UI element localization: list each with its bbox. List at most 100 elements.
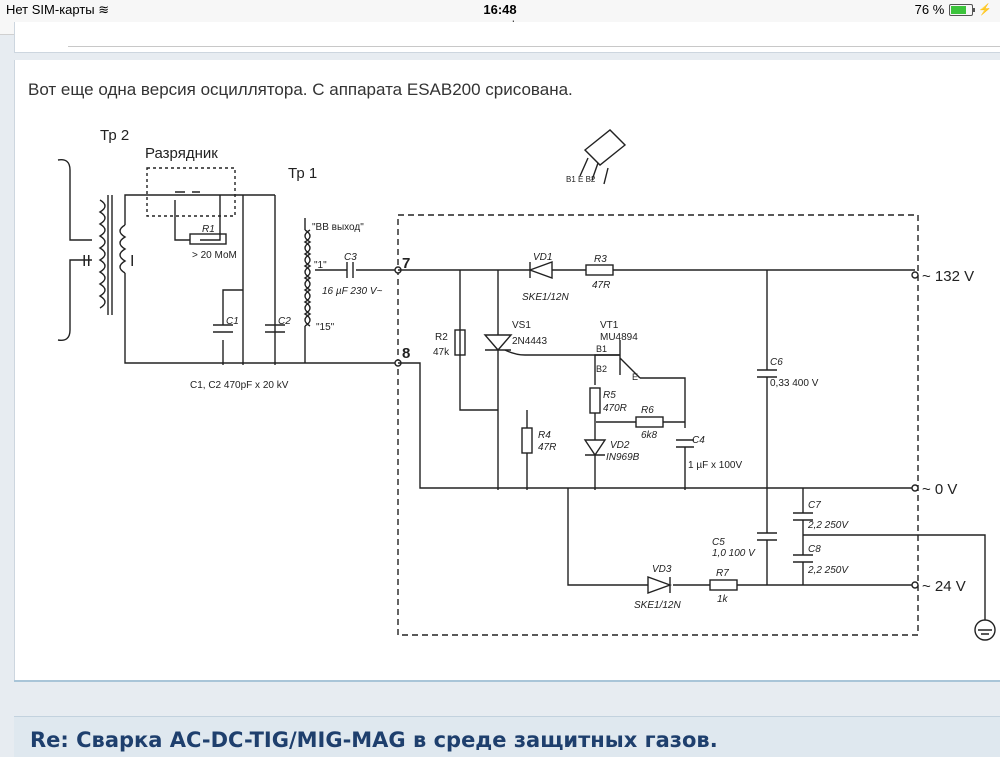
label-r5: R5 — [603, 390, 616, 401]
label-tap15: "15" — [316, 322, 335, 333]
label-c7: C7 — [808, 500, 821, 511]
charging-icon: ⚡ — [978, 4, 992, 16]
c7-c8-capacitors — [793, 488, 915, 585]
vd1-diode — [527, 261, 553, 279]
label-c5-val: 1,0 100 V — [712, 548, 756, 559]
label-r4-val: 47R — [538, 442, 556, 453]
r4-resistor — [521, 427, 533, 454]
label-vd2: VD2 — [610, 440, 630, 451]
label-r6: R6 — [641, 405, 654, 416]
tr2-winding-i — [119, 224, 127, 274]
ground-lead — [915, 534, 986, 620]
label-r7: R7 — [716, 568, 729, 579]
label-pinout: B1 E B2 — [566, 175, 596, 184]
label-razryadnik: Разрядник — [145, 145, 218, 162]
r3-resistor — [585, 264, 614, 276]
c3-plates — [346, 262, 354, 278]
label-c4-val: 1 µF x 100V — [688, 460, 742, 471]
label-node-7: 7 — [402, 255, 410, 272]
label-r6-val: 6k8 — [641, 430, 658, 441]
label-r4: R4 — [538, 430, 551, 441]
label-r3-val: 47R — [592, 280, 610, 291]
previous-post-bottom — [14, 22, 1000, 53]
label-c12-note: C1, C2 470pF x 20 kV — [190, 380, 289, 391]
label-c4: C4 — [692, 435, 705, 446]
vt1-transistor — [594, 340, 641, 385]
label-tap1: "1" — [314, 260, 327, 271]
r2-resistor — [454, 329, 466, 356]
label-c3: C3 — [344, 252, 357, 263]
label-c7-val: 2,2 250V — [807, 520, 849, 531]
vd2-zener — [583, 433, 607, 490]
spark-gap-electrodes — [174, 191, 221, 241]
label-132v: ~ 132 V — [922, 268, 974, 285]
post-text: Вот еще одна версия осциллятора. С аппар… — [28, 80, 573, 99]
label-c6: C6 — [770, 357, 783, 368]
label-tp2: Тр 2 — [100, 127, 129, 144]
label-vt1: VT1 — [600, 320, 619, 331]
label-r3: R3 — [594, 254, 607, 265]
label-c8-val: 2,2 250V — [807, 565, 849, 576]
transistor-pinout-icon — [579, 129, 627, 185]
r7-resistor — [709, 579, 738, 591]
spark-gap-box — [146, 167, 236, 217]
rail-24v — [567, 488, 915, 586]
tr1-leads — [304, 218, 398, 363]
label-c5: C5 — [712, 537, 725, 548]
label-r5-val: 470R — [603, 403, 627, 414]
c6-c5-capacitors — [757, 270, 777, 585]
label-r2-val: 47k — [433, 347, 450, 358]
label-vv: "ВВ выход" — [312, 222, 364, 233]
oscillator-schematic-image: Тр 2 Разрядник Тр 1 II I R1 > 20 МоМ C1 … — [30, 103, 1000, 673]
label-c2: C2 — [278, 316, 291, 327]
schematic-svg: Тр 2 Разрядник Тр 1 II I R1 > 20 МоМ C1 … — [57, 127, 996, 641]
vs1-branch — [459, 270, 499, 490]
wifi-icon: ≋ — [98, 2, 110, 17]
label-tp1: Тр 1 — [288, 165, 317, 182]
vd3-diode — [647, 576, 673, 594]
label-c8: C8 — [808, 544, 821, 555]
vs1-thyristor — [483, 334, 513, 352]
r5-resistor — [589, 387, 601, 414]
label-vs1: VS1 — [512, 320, 531, 331]
post-divider — [14, 680, 1000, 682]
c1-c2-plates — [213, 324, 285, 333]
c4-capacitor — [676, 439, 694, 490]
label-c3-val: 16 µF 230 V~ — [322, 286, 383, 297]
label-winding-i: I — [130, 253, 134, 270]
label-winding-ii: II — [82, 253, 91, 270]
label-vd1-val: SKE1/12N — [522, 292, 569, 303]
oscillator-module-box — [397, 214, 919, 636]
carrier-label: Нет SIM-карты — [6, 2, 95, 17]
label-vt1-val: MU4894 — [600, 332, 638, 343]
ground-icon — [974, 619, 996, 641]
label-node-8: 8 — [402, 345, 410, 362]
label-r2: R2 — [435, 332, 448, 343]
label-vd2-val: IN969B — [606, 452, 640, 463]
clock: 16:48 — [483, 2, 517, 17]
rail-0v — [398, 362, 915, 489]
label-c6-val: 0,33 400 V — [770, 378, 819, 389]
label-r1: R1 — [202, 224, 215, 235]
label-vd3-val: SKE1/12N — [634, 600, 681, 611]
label-24v: ~ 24 V — [922, 578, 966, 595]
tr2-winding-ii — [98, 199, 106, 309]
label-0v: ~ 0 V — [922, 481, 957, 498]
label-b2: B2 — [596, 364, 607, 374]
input-terminals — [57, 159, 71, 341]
label-c1: C1 — [226, 316, 239, 327]
label-vd3: VD3 — [652, 564, 672, 575]
battery-percent: 76 % — [914, 2, 945, 17]
tr1-winding — [303, 229, 311, 327]
label-r1-val: > 20 МоМ — [192, 250, 237, 261]
battery-icon — [949, 3, 976, 16]
label-vs1-val: 2N4443 — [512, 336, 547, 347]
input-leads — [69, 190, 92, 310]
r6-resistor — [635, 416, 664, 428]
battery-fill — [951, 5, 967, 14]
label-vd1: VD1 — [533, 252, 552, 263]
previous-post-divider — [68, 46, 1000, 47]
label-b1: B1 — [596, 344, 607, 354]
next-post-title[interactable]: Re: Сварка AC-DC-TIG/MIG-MAG в среде защ… — [30, 728, 718, 752]
cap-wiring — [222, 195, 276, 365]
